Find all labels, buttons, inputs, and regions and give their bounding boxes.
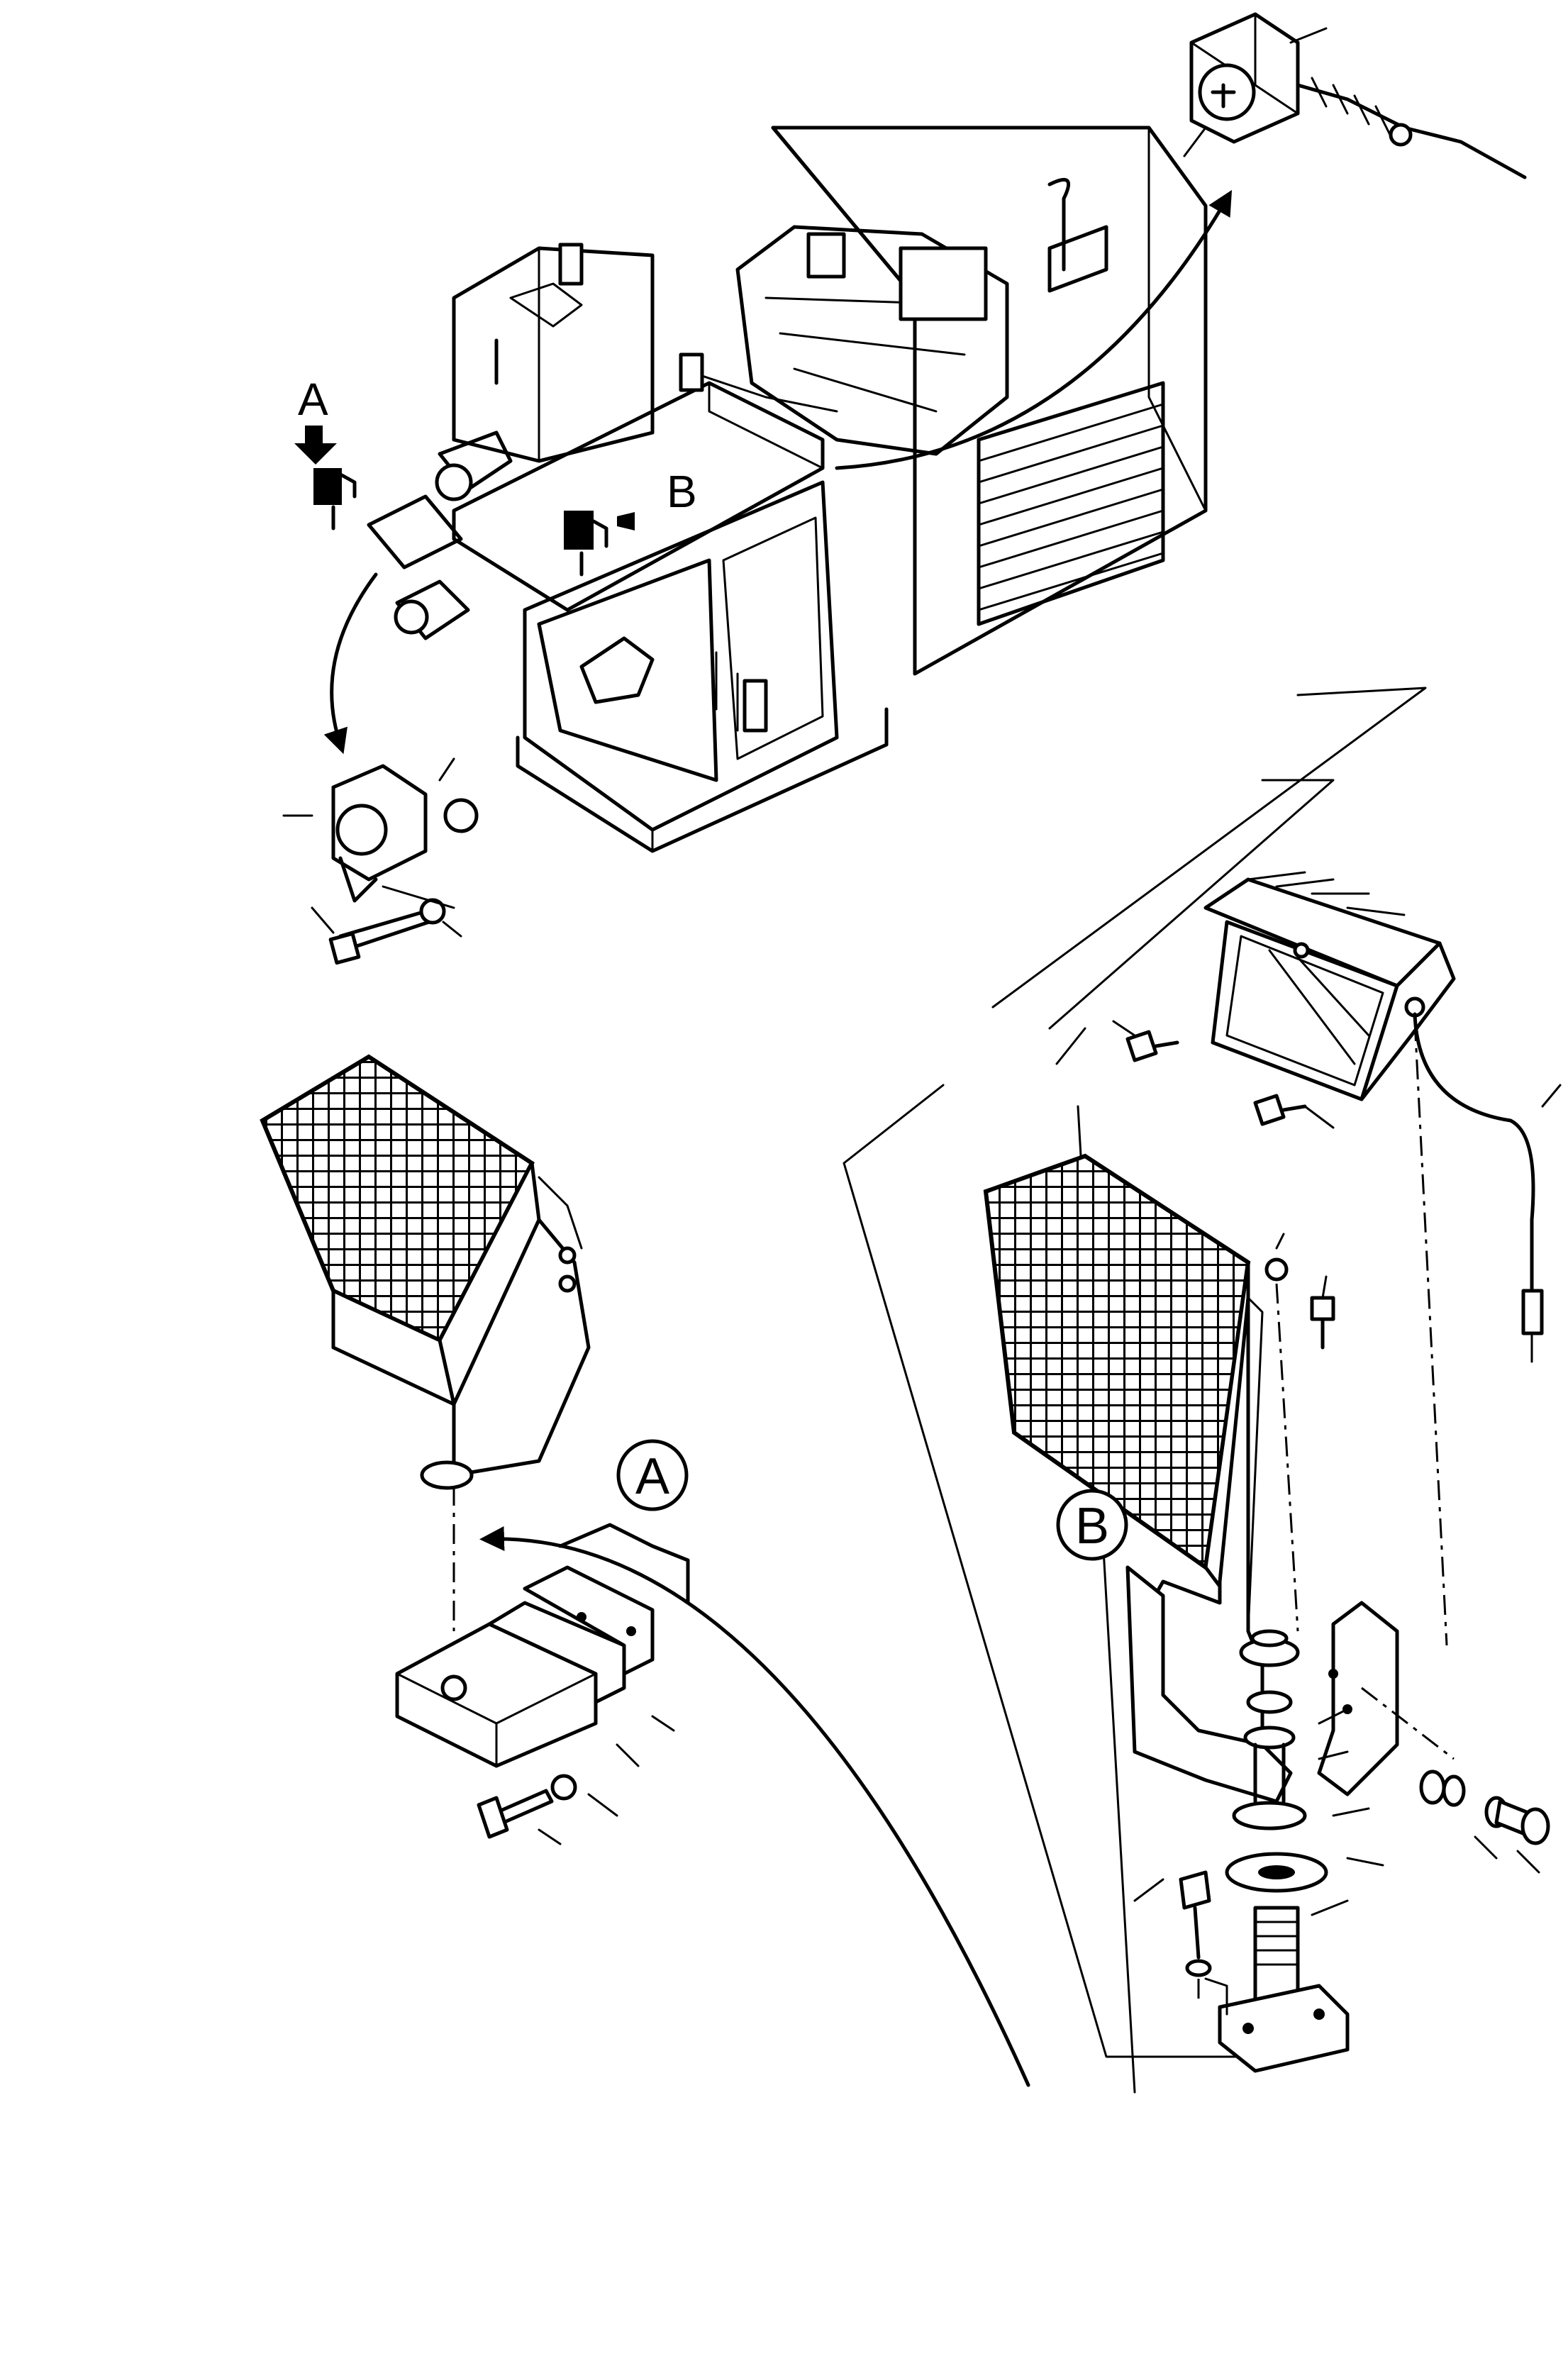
fuel-tank — [452, 243, 655, 463]
washer-icon — [1419, 1769, 1446, 1805]
washer-icon — [419, 898, 446, 925]
grommet-icon — [1389, 123, 1413, 147]
cable-icon — [1413, 1012, 1535, 1300]
base-plate — [1218, 1984, 1350, 2073]
nut-icon — [443, 798, 479, 833]
pointer-arrow-b-icon — [617, 511, 660, 530]
washer-icon — [1232, 1801, 1307, 1830]
callout-circled-b: B — [1075, 1498, 1109, 1555]
washer-icon — [1185, 1959, 1212, 1977]
air-filter-box — [899, 246, 988, 321]
washer-icon — [550, 1774, 577, 1801]
radiator-grille — [977, 381, 1165, 626]
bolt-icon — [1310, 1296, 1335, 1321]
square-work-lamp — [1203, 871, 1562, 1646]
lamp-a-detail: A — [260, 1054, 1030, 2087]
work-lamp-b-small — [564, 511, 608, 577]
front-socket-detail — [282, 757, 479, 965]
flow-arrow-b-to-a — [479, 1526, 1030, 2087]
callout-circle-b — [1056, 1489, 1128, 1561]
callout-circled-a: A — [635, 1448, 669, 1505]
engine-assembly — [735, 177, 1108, 456]
boom-bracket — [367, 430, 513, 640]
work-lamp-a-small — [313, 468, 357, 530]
callout-label-a: A — [298, 374, 328, 425]
lamp-b-detail: B — [843, 687, 1562, 2094]
callout-circle-a — [616, 1439, 689, 1511]
bracket-icon — [395, 1523, 690, 1768]
pointer-arrow-a-icon — [294, 426, 337, 465]
rear-socket-detail — [1183, 12, 1527, 179]
flow-arrow-front-socket — [323, 572, 378, 755]
nut-icon — [1264, 1257, 1289, 1282]
flow-arrow-rear-socket — [835, 189, 1233, 470]
machine-overview: A B — [294, 126, 1233, 853]
bolt-icon — [1179, 1870, 1211, 1910]
relay-box — [806, 232, 846, 279]
callout-label-b: B — [667, 466, 697, 517]
operator-cab — [523, 480, 839, 832]
